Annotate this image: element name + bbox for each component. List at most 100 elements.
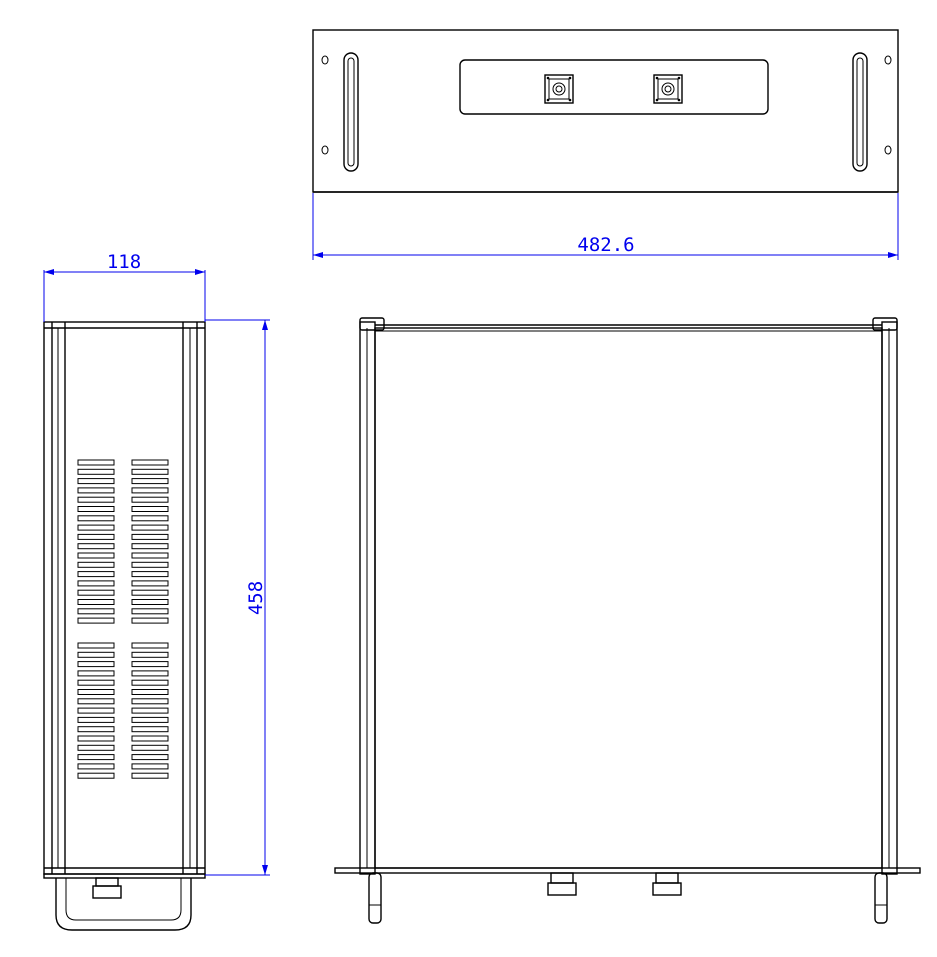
vent-slot bbox=[77, 735, 115, 742]
top-left-rail bbox=[359, 321, 376, 875]
vent-slot bbox=[77, 679, 115, 686]
vent-slot bbox=[77, 670, 115, 677]
vent-slot bbox=[131, 698, 169, 705]
vent-slot bbox=[77, 468, 115, 475]
vent-slot bbox=[131, 599, 169, 605]
vent-slot bbox=[131, 515, 169, 522]
vent-slot bbox=[131, 506, 169, 512]
vent-slot bbox=[131, 608, 169, 615]
vent-slot bbox=[131, 561, 169, 568]
vent-slot bbox=[131, 617, 169, 624]
vent-slot bbox=[77, 478, 115, 485]
vent-slot bbox=[77, 589, 115, 596]
rack-hole-bottom-left bbox=[321, 145, 329, 155]
front-right-handle bbox=[852, 52, 868, 172]
vent-slot bbox=[77, 515, 115, 522]
vent-slot bbox=[131, 543, 169, 550]
vent-slot bbox=[77, 608, 115, 615]
vent-slot bbox=[131, 735, 169, 742]
top-connector-1 bbox=[547, 872, 577, 896]
top-right-rail bbox=[881, 321, 898, 875]
dimension-label-118: 118 bbox=[107, 251, 141, 273]
vent-slot bbox=[131, 459, 169, 466]
vent-slot bbox=[77, 726, 115, 733]
vent-slot bbox=[77, 459, 115, 466]
top-front-panel-lip bbox=[334, 867, 921, 874]
vent-slot bbox=[131, 580, 169, 587]
top-right-handle bbox=[874, 872, 888, 924]
front-panel-outline bbox=[312, 29, 899, 193]
connector-plate bbox=[459, 59, 769, 115]
rack-hole-top-left bbox=[321, 55, 329, 65]
vent-slot bbox=[131, 744, 169, 751]
vent-slot bbox=[77, 651, 115, 658]
vent-slot bbox=[131, 772, 169, 779]
vent-slot bbox=[77, 561, 115, 568]
vent-slot bbox=[131, 726, 169, 733]
vent-slot bbox=[131, 679, 169, 686]
top-right-rail-cap bbox=[872, 317, 898, 331]
side-body-outline bbox=[43, 321, 206, 875]
speakon-connector-1 bbox=[544, 74, 574, 104]
vent-slot bbox=[131, 670, 169, 677]
vent-slot bbox=[77, 487, 115, 494]
vent-slot bbox=[77, 754, 115, 761]
vent-slot bbox=[77, 642, 115, 649]
top-left-rail-cap bbox=[359, 317, 385, 331]
vent-slot bbox=[77, 580, 115, 587]
speakon-connector-2 bbox=[653, 74, 683, 104]
vent-slot bbox=[77, 524, 115, 531]
vent-slot bbox=[77, 543, 115, 550]
vent-slot bbox=[77, 571, 115, 578]
dimension-label-458: 458 bbox=[245, 581, 267, 615]
vent-slot bbox=[131, 552, 169, 559]
dimension-front-width: 482.6 bbox=[312, 193, 899, 260]
side-handle bbox=[55, 878, 192, 931]
vent-slot bbox=[77, 763, 115, 770]
dimension-label-482-6: 482.6 bbox=[577, 234, 634, 256]
vent-slot bbox=[131, 533, 169, 540]
front-left-handle bbox=[343, 52, 359, 172]
vent-slot bbox=[131, 716, 169, 723]
vent-slot bbox=[131, 763, 169, 770]
vent-slot bbox=[77, 506, 115, 512]
vent-slot bbox=[77, 533, 115, 540]
top-left-handle bbox=[368, 872, 382, 924]
side-view: 118 458 bbox=[43, 251, 270, 931]
side-vent-slots bbox=[77, 459, 169, 779]
dimension-side-depth: 458 bbox=[205, 319, 270, 876]
vent-slot bbox=[131, 571, 169, 578]
vent-slot bbox=[131, 524, 169, 531]
vent-slot bbox=[131, 689, 169, 695]
vent-slot bbox=[77, 707, 115, 714]
top-view bbox=[334, 317, 921, 924]
vent-slot bbox=[131, 754, 169, 761]
vent-slot bbox=[77, 496, 115, 503]
vent-slot bbox=[131, 651, 169, 658]
vent-slot bbox=[77, 552, 115, 559]
rack-hole-top-right bbox=[884, 55, 892, 65]
vent-slot bbox=[77, 617, 115, 624]
vent-slot bbox=[131, 468, 169, 475]
front-view: 482.6 bbox=[312, 29, 899, 260]
vent-slot bbox=[131, 589, 169, 596]
vent-slot bbox=[131, 642, 169, 649]
vent-slot bbox=[77, 689, 115, 695]
vent-slot bbox=[77, 716, 115, 723]
vent-slot bbox=[131, 478, 169, 485]
side-front-plate bbox=[43, 873, 206, 879]
side-connector-stub bbox=[92, 877, 122, 899]
vent-slot bbox=[131, 661, 169, 668]
top-connector-2 bbox=[652, 872, 682, 896]
vent-slot bbox=[77, 661, 115, 668]
vent-slot bbox=[77, 599, 115, 605]
vent-slot bbox=[131, 487, 169, 494]
vent-slot bbox=[131, 707, 169, 714]
rack-hole-bottom-right bbox=[884, 145, 892, 155]
vent-slot bbox=[77, 698, 115, 705]
top-body-outline bbox=[374, 327, 883, 869]
vent-slot bbox=[77, 772, 115, 779]
vent-slot bbox=[77, 744, 115, 751]
vent-slot bbox=[131, 496, 169, 503]
